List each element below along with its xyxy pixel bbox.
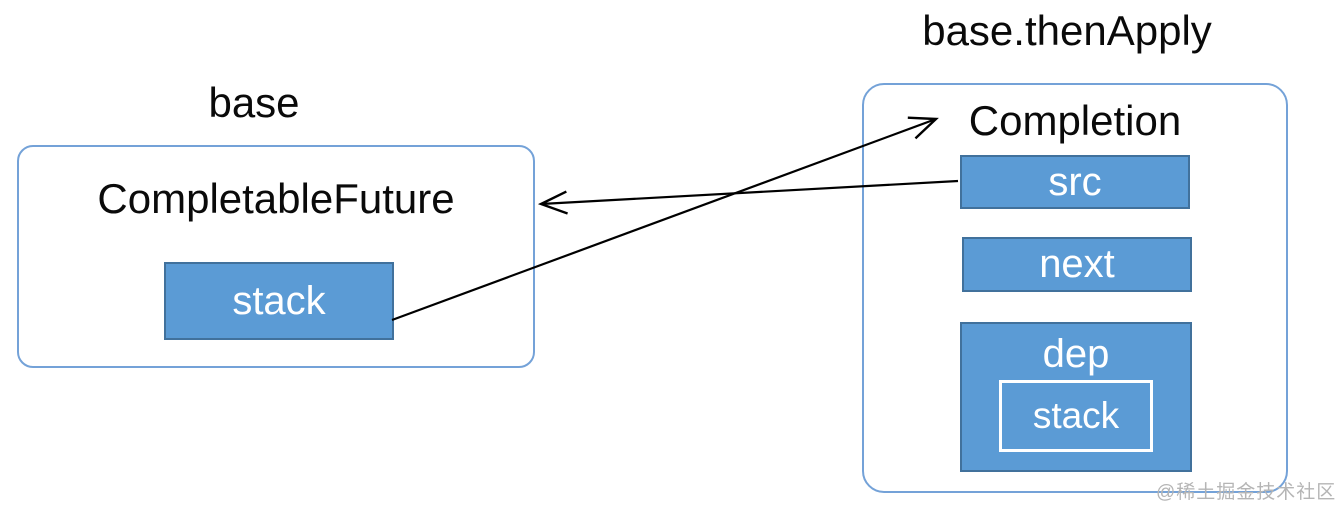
left-group-title: base xyxy=(208,79,300,126)
src-field: src xyxy=(960,155,1190,209)
completion-label: Completion xyxy=(968,97,1182,144)
completablefuture-box: CompletableFuture stack xyxy=(17,145,535,368)
watermark: @稀土掘金技术社区 xyxy=(1156,482,1337,503)
completion-box: Completion src next dep stack xyxy=(862,83,1288,493)
next-field: next xyxy=(962,237,1192,292)
base-stack-field-label: stack xyxy=(232,278,326,323)
dep-stack-field: stack xyxy=(999,380,1153,452)
dep-field-label: dep xyxy=(1042,332,1110,376)
completablefuture-label: CompletableFuture xyxy=(97,175,455,222)
dep-field: dep stack xyxy=(960,322,1192,472)
right-group-title: base.thenApply xyxy=(922,7,1212,54)
src-field-label: src xyxy=(1048,159,1102,204)
dep-stack-field-label: stack xyxy=(1032,395,1120,436)
base-stack-field: stack xyxy=(164,262,394,340)
next-field-label: next xyxy=(1039,242,1115,286)
